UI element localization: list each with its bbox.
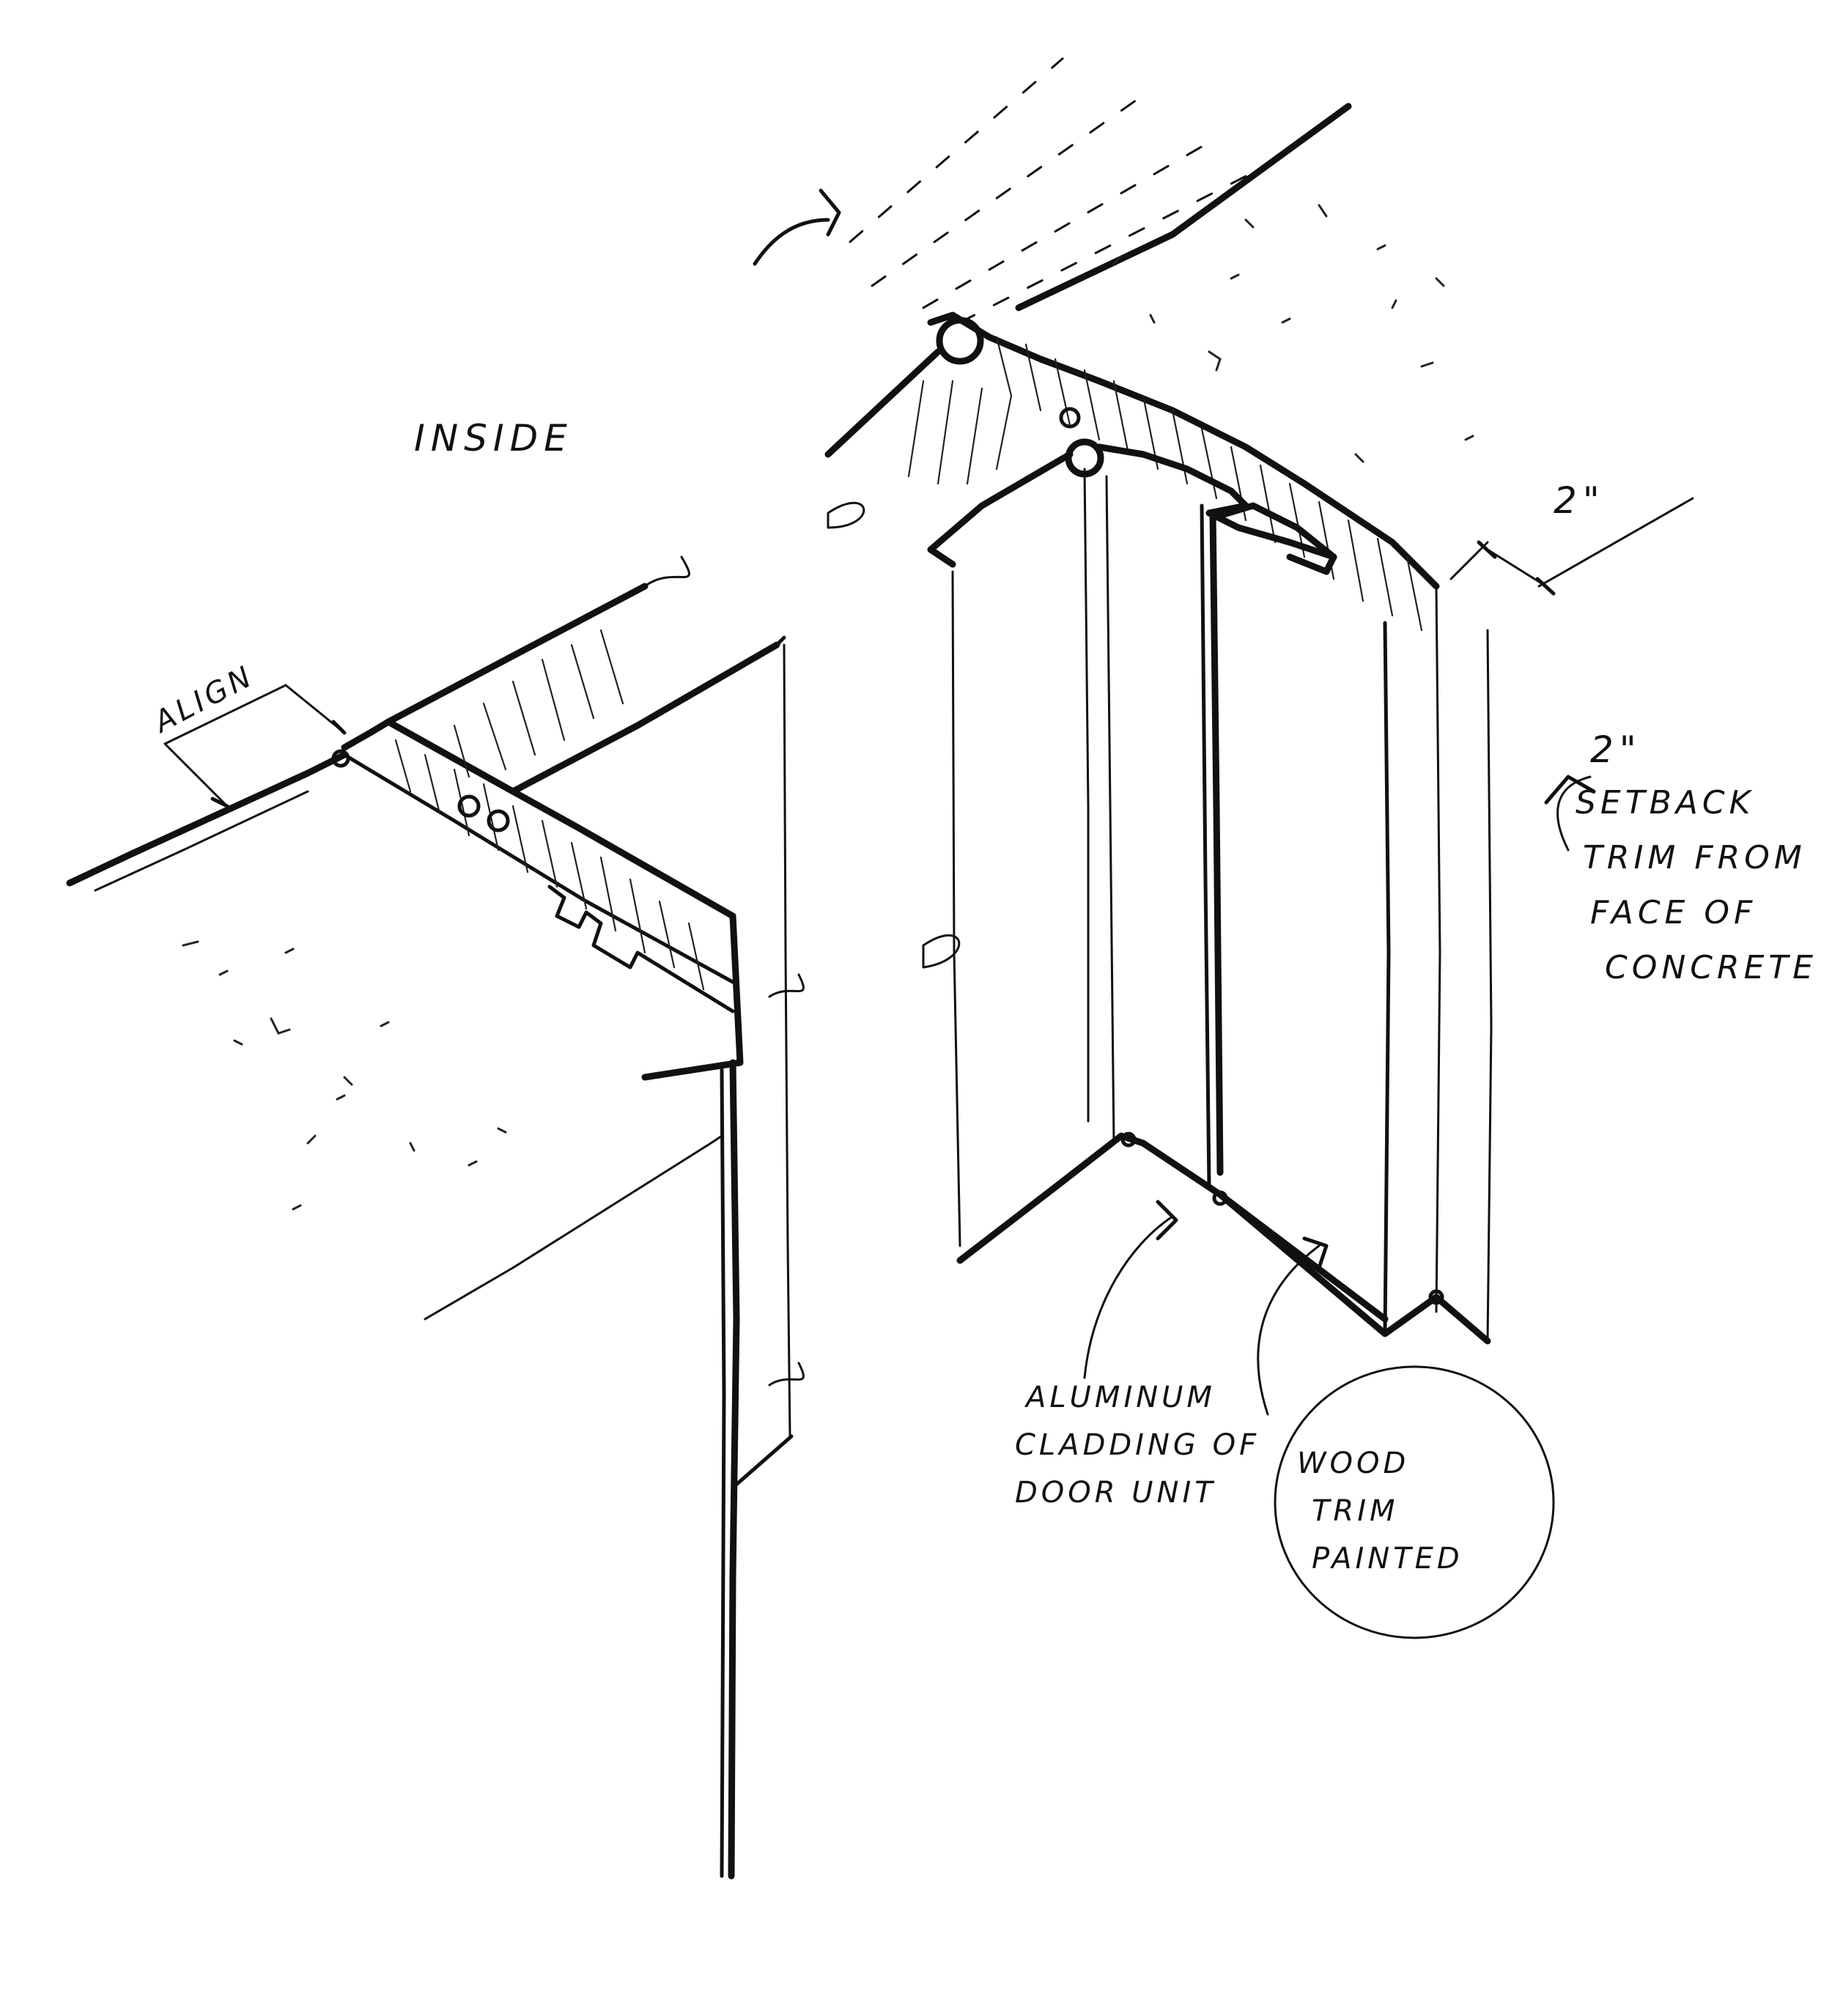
right-panel-mid-inner <box>1200 503 1211 1189</box>
align-tick-2 <box>331 720 347 735</box>
wood-note: WOOD TRIM PAINTED <box>1297 1447 1463 1576</box>
aluminum-note: ALUMINUM CLADDING OF DOOR UNIT <box>1015 1381 1260 1510</box>
right-bottom-dot-1 <box>1120 1131 1137 1148</box>
right-panel-right-heavy <box>1383 621 1391 1336</box>
right-face-hatch <box>907 380 1013 485</box>
inside-label: INSIDE <box>414 417 573 459</box>
left-concrete-inner-edge <box>94 790 309 892</box>
right-corner-detail <box>753 57 1694 1639</box>
right-panel-outer-right <box>1486 629 1493 1343</box>
left-wall-break-line <box>643 555 690 588</box>
dimension-side-label: 2" <box>1590 728 1642 771</box>
aluminum-line-3: DOOR UNIT <box>1015 1476 1216 1510</box>
left-jamb-break-2 <box>768 1362 805 1387</box>
right-panel-right-thin <box>1435 585 1441 1313</box>
left-jamb-vertical-face <box>783 643 791 1438</box>
wood-leader <box>1257 1244 1321 1416</box>
align-label: ALIGN <box>147 659 259 740</box>
aluminum-leader <box>1083 1215 1174 1379</box>
right-panel-left-edge <box>927 546 956 568</box>
left-slab-hatch <box>453 629 624 778</box>
setback-line-1: SETBACK <box>1576 784 1754 821</box>
right-section-arrow <box>753 218 830 266</box>
right-slab-lower-edge <box>927 451 1074 553</box>
wood-label-circle <box>1274 1365 1555 1639</box>
right-panel-mid-heavy <box>1209 509 1224 1176</box>
left-hardware-circle-1 <box>457 794 481 818</box>
right-hinge-circle-top <box>936 317 984 365</box>
right-panel-outer-left <box>951 570 961 1247</box>
setback-line-4: CONCRETE <box>1605 949 1817 986</box>
right-slab-return <box>824 348 942 458</box>
dim-2-inch-tick-2 <box>1535 577 1556 596</box>
dim-top-leader <box>1449 541 1489 580</box>
right-upper-break-symbol <box>827 501 865 529</box>
wood-line-3: PAINTED <box>1312 1542 1463 1576</box>
right-latch-profile <box>1213 502 1337 575</box>
left-concrete-edge <box>66 751 348 887</box>
align-tick-1 <box>210 797 229 808</box>
right-bottom-dot-2 <box>1212 1190 1228 1206</box>
right-panel-mid-thin <box>1105 475 1115 1145</box>
left-wall-top-edge <box>385 583 649 725</box>
right-slab-top-edge <box>1015 103 1352 311</box>
right-panel-inner-left <box>1083 468 1090 1123</box>
dim-2-inch-tick-1 <box>1477 540 1497 559</box>
dim-2-inch-extension <box>1537 497 1694 588</box>
setback-line-2: TRIM FROM <box>1583 839 1806 876</box>
right-hinge-circle-small <box>1059 407 1081 429</box>
right-bottom-mid-break <box>1140 1140 1491 1345</box>
wood-line-1: WOOD <box>1297 1447 1409 1480</box>
right-dashed-projections <box>849 57 1277 324</box>
right-left-break-symbol <box>922 934 961 969</box>
right-slab-outline <box>927 311 1440 590</box>
right-section-arrow-head <box>819 188 841 237</box>
setback-note: SETBACK TRIM FROM FACE OF CONCRETE <box>1576 784 1817 986</box>
left-hardware-circle-3 <box>331 749 350 768</box>
left-interlock-profile <box>547 885 735 1013</box>
setback-leader <box>1556 775 1592 852</box>
left-jamb-vertical-inner <box>720 1068 726 1878</box>
right-interlock-profile <box>1096 443 1337 561</box>
left-concrete-face-line <box>424 1134 723 1321</box>
left-jamb-hatch <box>394 739 705 991</box>
wood-line-2: TRIM <box>1312 1494 1399 1528</box>
right-bottom-sill <box>1216 1191 1389 1323</box>
left-jamb-break <box>768 973 805 998</box>
left-wall-slab-right <box>775 635 786 647</box>
left-jamb-bottom <box>731 1434 794 1490</box>
align-dimension-line <box>163 684 287 745</box>
dimension-top-label: 2" <box>1554 479 1606 522</box>
right-concrete-aggregate <box>1112 204 1474 463</box>
align-extension-1 <box>163 742 229 808</box>
left-hardware-circle-2 <box>487 809 510 832</box>
left-head-outline <box>341 718 736 920</box>
right-bottom-left-break <box>956 1132 1147 1264</box>
right-bottom-dot-3 <box>1428 1289 1444 1305</box>
aluminum-leader-arrow <box>1156 1200 1178 1241</box>
aluminum-line-2: CLADDING OF <box>1015 1428 1260 1462</box>
setback-leader-arrow <box>1544 775 1596 805</box>
wood-leader-arrow <box>1302 1236 1329 1270</box>
setback-line-3: FACE OF <box>1590 894 1757 931</box>
left-return-outline <box>641 912 744 1081</box>
left-head-inner <box>342 753 735 984</box>
left-wall-slab-top <box>385 641 780 795</box>
right-section-hatch <box>995 336 1423 632</box>
left-jamb-vertical-heavy <box>728 1059 740 1880</box>
left-concrete-aggregate <box>182 940 507 1211</box>
aluminum-line-1: ALUMINUM <box>1024 1381 1216 1414</box>
left-corner-detail <box>66 555 805 1880</box>
